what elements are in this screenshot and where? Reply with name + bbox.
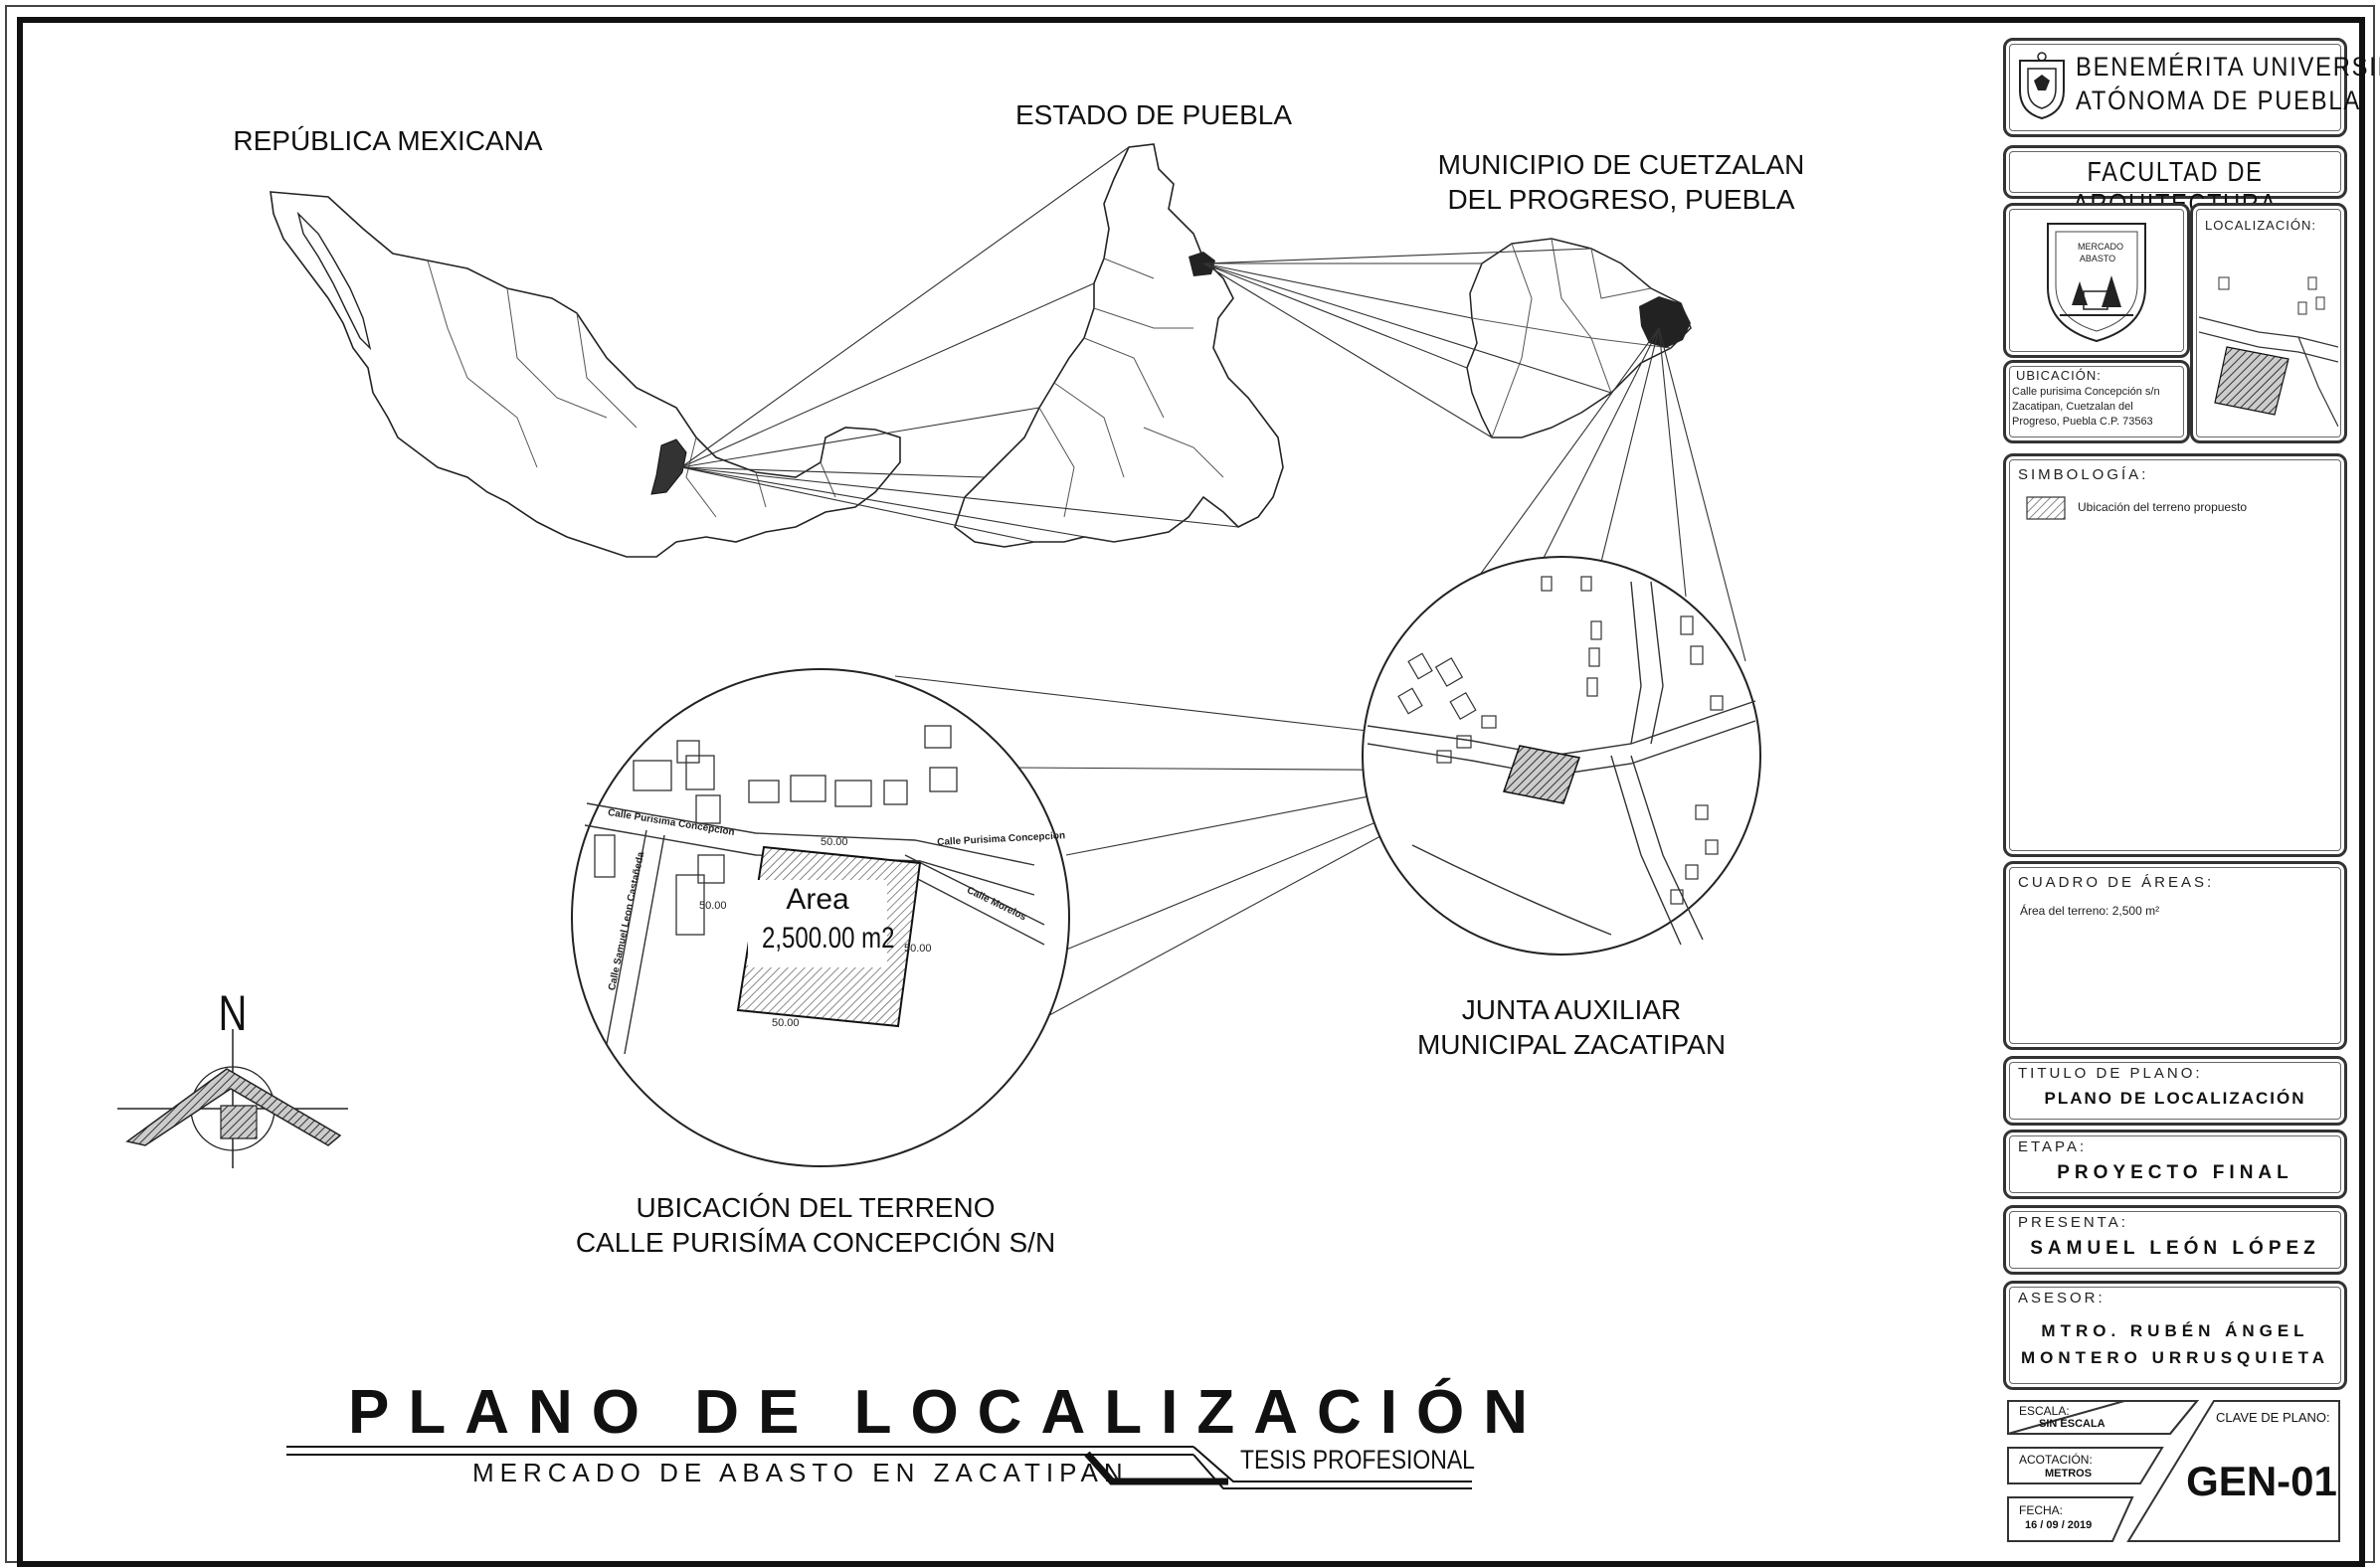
ubicacion-box: UBICACIÓN: Calle purisima Concepción s/n… bbox=[2003, 360, 2190, 443]
north-label: N bbox=[218, 985, 248, 1041]
project-logo-box: MERCADO ABASTO bbox=[2003, 203, 2190, 358]
puebla-cuetzalan-marker bbox=[1189, 252, 1215, 276]
university-line-2: ATÓNOMA DE PUEBLA bbox=[2076, 85, 2361, 115]
presenta-value: SAMUEL LEÓN LÓPEZ bbox=[2030, 1238, 2320, 1259]
terreno-area-label-box bbox=[748, 880, 887, 967]
presenta-caption: PRESENTA: bbox=[2018, 1214, 2128, 1231]
junta-label-line-1: JUNTA AUXILIAR bbox=[1461, 994, 1682, 1025]
north-arrow-icon bbox=[117, 1029, 348, 1168]
acotacion-value: METROS bbox=[2045, 1468, 2093, 1480]
mexico-state-lines bbox=[427, 260, 836, 518]
university-name: BENEMÉRITA UNIVERSIDAD ATÓNOMA DE PUEBLA bbox=[2076, 51, 2380, 118]
areas-text: Área del terreno: 2,500 m² bbox=[2020, 904, 2160, 918]
fecha-value: 16 / 09 / 2019 bbox=[2025, 1519, 2093, 1531]
fecha-caption: FECHA: bbox=[2019, 1503, 2064, 1517]
terreno-area-title: Area bbox=[786, 883, 849, 916]
clave-value: GEN-01 bbox=[2186, 1458, 2337, 1504]
title-underline bbox=[286, 1446, 1472, 1489]
mexico-map-outline bbox=[270, 191, 901, 558]
terreno-map-label: UBICACIÓN DEL TERRENO CALLE PURISÍMA CON… bbox=[517, 1190, 1114, 1260]
terreno-label-line-2: CALLE PURISÍMA CONCEPCIÓN S/N bbox=[575, 1227, 1056, 1258]
dim-top: 50.00 bbox=[821, 836, 848, 848]
sheet-inner-border bbox=[17, 17, 2365, 1567]
etapa-value: PROYECTO FINAL bbox=[2057, 1162, 2293, 1183]
puebla-map-outline bbox=[954, 143, 1284, 548]
cuetzalan-zacatipan-marker bbox=[1639, 296, 1691, 348]
junta-detail-buildings bbox=[1397, 576, 1724, 905]
terreno-label-line-1: UBICACIÓN DEL TERRENO bbox=[636, 1192, 996, 1223]
plan-subtitle: MERCADO DE ABASTO EN ZACATIPAN bbox=[472, 1458, 1129, 1487]
etapa-caption: ETAPA: bbox=[2018, 1138, 2088, 1155]
project-logo-text: MERCADO ABASTO bbox=[2078, 242, 2124, 264]
cuetzalan-map-outline bbox=[1466, 238, 1692, 438]
terreno-detail-buildings bbox=[594, 725, 958, 936]
connector-mexico-puebla bbox=[680, 146, 1239, 543]
cuetzalan-internal-lines bbox=[1471, 238, 1672, 438]
asesor-box: ASESOR: MTRO. RUBÉN ÁNGEL MONTERO URRUSQ… bbox=[2003, 1281, 2347, 1390]
cuetzalan-map-label: MUNICIPIO DE CUETZALAN DEL PROGRESO, PUE… bbox=[1412, 147, 1830, 217]
junta-terreno-marker bbox=[1503, 745, 1580, 804]
simbologia-caption: SIMBOLOGÍA: bbox=[2018, 466, 2149, 483]
mexico-puebla-marker bbox=[650, 438, 687, 495]
plan-title: PLANO DE LOCALIZACIÓN bbox=[348, 1378, 1547, 1447]
titulo-box: TITULO DE PLANO: PLANO DE LOCALIZACIÓN bbox=[2003, 1056, 2347, 1126]
areas-caption: CUADRO DE ÁREAS: bbox=[2018, 874, 2215, 891]
baja-california-outline bbox=[296, 211, 372, 351]
dim-right: 50.00 bbox=[904, 943, 932, 955]
plan-tag: TESIS PROFESIONAL bbox=[1240, 1445, 1475, 1475]
presenta-box: PRESENTA: SAMUEL LEÓN LÓPEZ bbox=[2003, 1205, 2347, 1275]
university-box: BENEMÉRITA UNIVERSIDAD ATÓNOMA DE PUEBLA bbox=[2003, 38, 2380, 137]
project-logo-icon bbox=[2047, 223, 2146, 343]
hatch-symbol-icon bbox=[2026, 496, 2066, 520]
mexico-map-label: REPÚBLICA MEXICANA bbox=[233, 125, 543, 156]
ubicacion-caption: UBICACIÓN: bbox=[2016, 368, 2102, 383]
project-logo-line-1: MERCADO bbox=[2078, 242, 2124, 252]
areas-box: CUADRO DE ÁREAS: Área del terreno: 2,500… bbox=[2003, 861, 2347, 1050]
escala-caption: ESCALA: bbox=[2019, 1404, 2070, 1418]
bottom-cells-frame bbox=[2007, 1400, 2340, 1542]
dim-left: 50.00 bbox=[699, 900, 727, 912]
simbologia-item-label: Ubicación del terreno propuesto bbox=[2078, 500, 2248, 514]
terreno-area-label: Area 2,500.00 m2 bbox=[748, 880, 895, 958]
asesor-line-2: MONTERO URRUSQUIETA bbox=[2020, 1348, 2329, 1368]
titulo-caption: TITULO DE PLANO: bbox=[2018, 1065, 2203, 1082]
asesor-value: MTRO. RUBÉN ÁNGEL MONTERO URRUSQUIETA bbox=[2006, 1317, 2344, 1371]
junta-map-label: JUNTA AUXILIAR MUNICIPAL ZACATIPAN bbox=[1373, 992, 1770, 1062]
terreno-area-value: 2,500.00 m2 bbox=[762, 922, 895, 955]
junta-label-line-2: MUNICIPAL ZACATIPAN bbox=[1416, 1029, 1727, 1060]
connector-puebla-cuetzalan bbox=[1202, 248, 1612, 438]
university-seal-icon bbox=[2019, 52, 2065, 120]
localizacion-caption: LOCALIZACIÓN: bbox=[2205, 218, 2316, 233]
simbologia-box: SIMBOLOGÍA: Ubicación del terreno propue… bbox=[2003, 453, 2347, 857]
puebla-municipal-lines bbox=[1038, 258, 1224, 518]
dim-bottom: 50.00 bbox=[772, 1017, 800, 1029]
etapa-box: ETAPA: PROYECTO FINAL bbox=[2003, 1130, 2347, 1199]
asesor-caption: ASESOR: bbox=[2018, 1290, 2105, 1307]
localizacion-box: LOCALIZACIÓN: bbox=[2190, 203, 2347, 443]
university-line-1: BENEMÉRITA UNIVERSIDAD bbox=[2076, 52, 2380, 82]
clave-caption: CLAVE DE PLANO: bbox=[2216, 1410, 2330, 1425]
acotacion-caption: ACOTACIÓN: bbox=[2019, 1453, 2093, 1467]
faculty-box: FACULTAD DE ARQUITECTURA bbox=[2003, 145, 2347, 219]
puebla-map-label: ESTADO DE PUEBLA bbox=[1014, 99, 1292, 130]
asesor-line-1: MTRO. RUBÉN ÁNGEL bbox=[2041, 1321, 2309, 1340]
project-logo-line-2: ABASTO bbox=[2079, 253, 2116, 263]
localizacion-thumbnail bbox=[2199, 276, 2338, 428]
ubicacion-text: Calle purisima Concepción s/n Zacatipan,… bbox=[2012, 386, 2160, 428]
cuetzalan-label-line-2: DEL PROGRESO, PUEBLA bbox=[1447, 184, 1795, 215]
titulo-value: PLANO DE LOCALIZACIÓN bbox=[2044, 1089, 2306, 1108]
escala-value: SIN ESCALA bbox=[2039, 1418, 2105, 1430]
cuetzalan-label-line-1: MUNICIPIO DE CUETZALAN bbox=[1437, 149, 1805, 180]
